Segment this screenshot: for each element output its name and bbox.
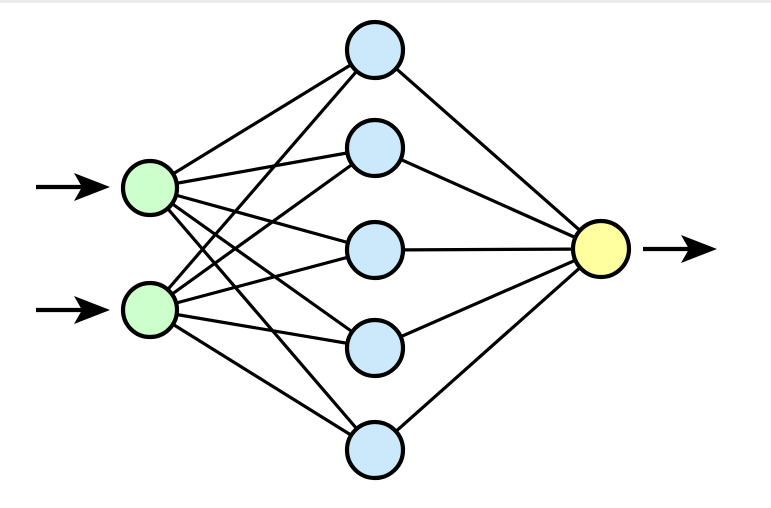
edge-input1-hidden1 xyxy=(148,48,377,190)
output-node-1[interactable] xyxy=(570,218,632,280)
edge-input2-hidden3 xyxy=(148,248,377,312)
hidden-node-1[interactable] xyxy=(344,19,406,81)
hidden-layer xyxy=(344,19,406,481)
input-node-1[interactable] xyxy=(120,158,180,218)
hidden-node-5[interactable] xyxy=(344,419,406,481)
input-arrow-2 xyxy=(36,296,110,324)
edge-hidden5-output1 xyxy=(373,247,603,452)
edge-input2-hidden4 xyxy=(148,308,377,350)
edge-input1-hidden5 xyxy=(148,186,377,452)
output-arrow-1-head xyxy=(681,235,717,263)
edge-input1-hidden2 xyxy=(148,146,377,190)
edge-hidden3-output1 xyxy=(373,247,603,252)
output-layer xyxy=(570,218,632,280)
input-layer xyxy=(120,158,180,340)
edge-group-input-to-hidden xyxy=(148,48,377,452)
edge-input1-hidden4 xyxy=(148,186,377,350)
top-edge-strip xyxy=(0,0,771,3)
edge-hidden2-output1 xyxy=(373,146,603,251)
input-arrow-1-head xyxy=(74,173,110,201)
edge-input2-hidden5 xyxy=(148,308,377,452)
edge-hidden1-output1 xyxy=(373,48,603,251)
input-node-2[interactable] xyxy=(120,280,180,340)
edge-input2-hidden2 xyxy=(148,146,377,312)
input-arrow-2-head xyxy=(74,296,110,324)
input-arrow-1 xyxy=(36,173,110,201)
output-arrow-1 xyxy=(643,235,717,263)
hidden-node-4[interactable] xyxy=(344,317,406,379)
edge-group-hidden-to-output xyxy=(373,48,603,452)
edge-hidden4-output1 xyxy=(373,247,603,350)
hidden-node-2[interactable] xyxy=(344,117,406,179)
edge-input1-hidden3 xyxy=(148,186,377,252)
hidden-node-3[interactable] xyxy=(344,219,406,281)
edge-input2-hidden1 xyxy=(148,48,377,312)
